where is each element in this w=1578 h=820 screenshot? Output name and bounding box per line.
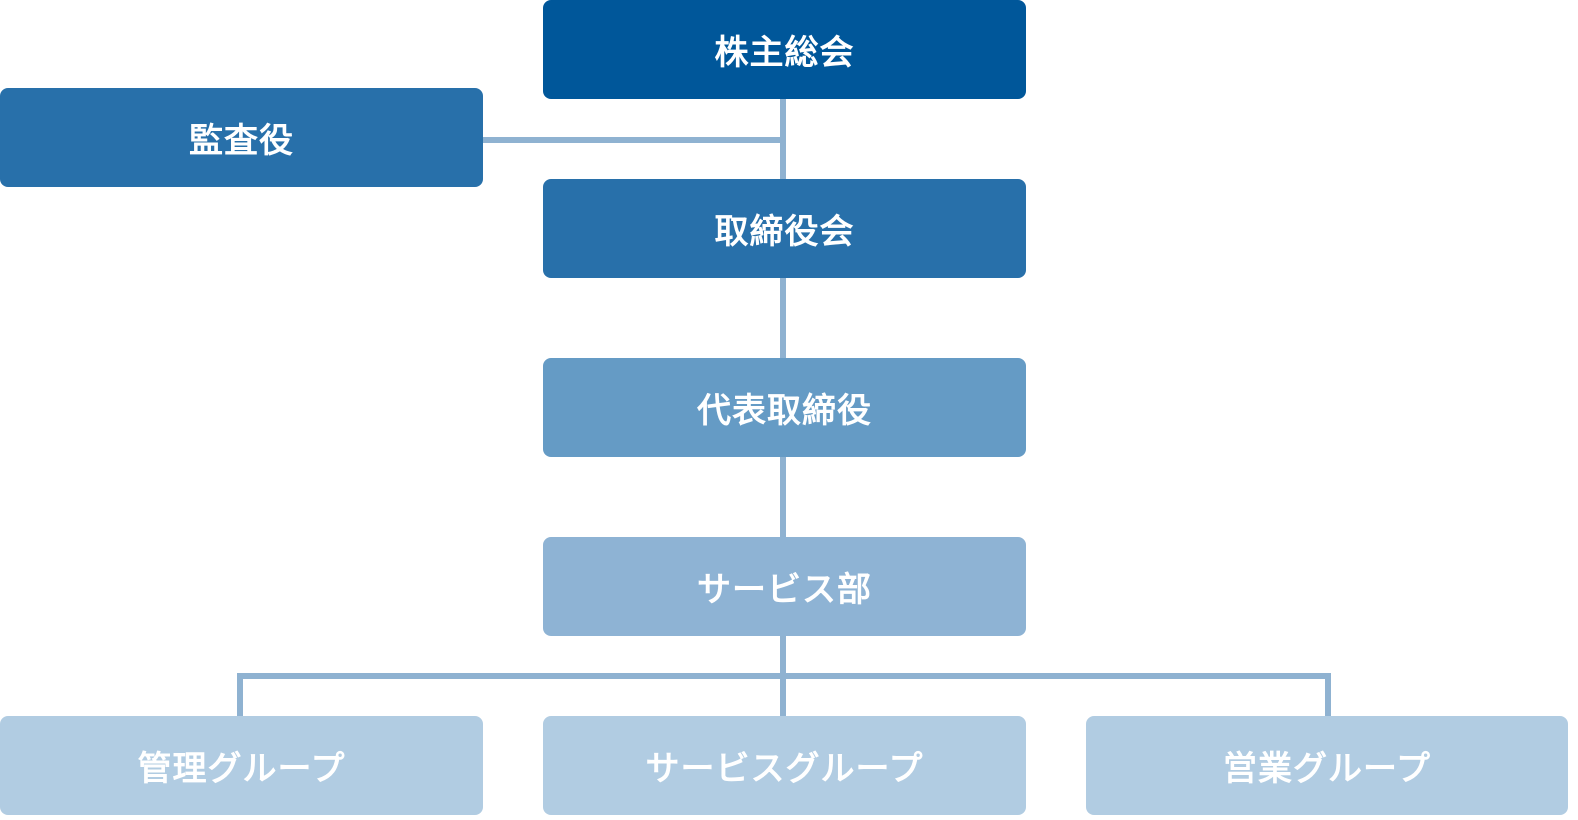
node-label: サービスグループ [645,749,924,789]
node-board-of-directors: 取締役会 [543,179,1026,278]
connector-representative-to-service [780,456,786,538]
connector-auditor [482,137,783,143]
node-auditor: 監査役 [0,88,483,187]
node-label: 株主総会 [714,33,855,73]
node-sales-group: 営業グループ [1086,716,1568,815]
node-shareholders-meeting: 株主総会 [543,0,1026,99]
node-label: 代表取締役 [697,391,872,431]
node-admin-group: 管理グループ [0,716,483,815]
node-label: 取締役会 [714,212,855,252]
node-label: 監査役 [189,121,294,161]
connector-to-admin-group [237,673,243,717]
connector-groups-horizontal [237,673,1331,679]
connector-board-to-representative [780,277,786,359]
node-representative-director: 代表取締役 [543,358,1026,457]
node-service-group: サービスグループ [543,716,1026,815]
node-label: 管理グループ [137,749,346,789]
node-label: 営業グループ [1223,749,1431,789]
connector-shareholders-to-board [780,98,786,180]
node-label: サービス部 [697,570,872,610]
connector-to-sales-group [1325,673,1331,717]
node-service-department: サービス部 [543,537,1026,636]
